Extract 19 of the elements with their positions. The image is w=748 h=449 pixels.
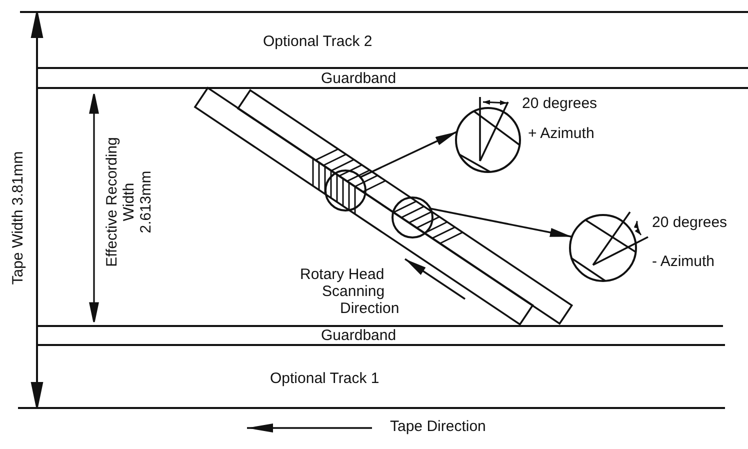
angle-label: 20 degrees xyxy=(652,214,728,230)
dimension-label: Effective Recording Width 2.613mm xyxy=(104,136,154,269)
direction-label: Tape Direction xyxy=(390,418,486,434)
guard-band-label: Guardband xyxy=(321,70,396,86)
magnifier-circle xyxy=(390,196,434,238)
arrow xyxy=(360,130,458,178)
track-label: Optional Track 1 xyxy=(270,370,380,386)
azimuth-label: + Azimuth xyxy=(528,124,594,142)
angle-label: 20 degrees xyxy=(522,94,598,112)
track-label: Optional Track 2 xyxy=(263,32,372,50)
dimension-label: Tape Width 3.81mm xyxy=(10,151,26,285)
magnifier-circle xyxy=(324,168,366,212)
arrow xyxy=(430,208,572,238)
track-band xyxy=(38,344,725,409)
azimuth-detail-circle xyxy=(455,95,521,174)
direction-label: Rotary Head Scanning Direction xyxy=(300,266,400,317)
azimuth-label: - Azimuth xyxy=(652,252,715,270)
azimuth-detail-circle xyxy=(567,209,651,284)
guard-band-label: Guardband xyxy=(321,327,396,344)
